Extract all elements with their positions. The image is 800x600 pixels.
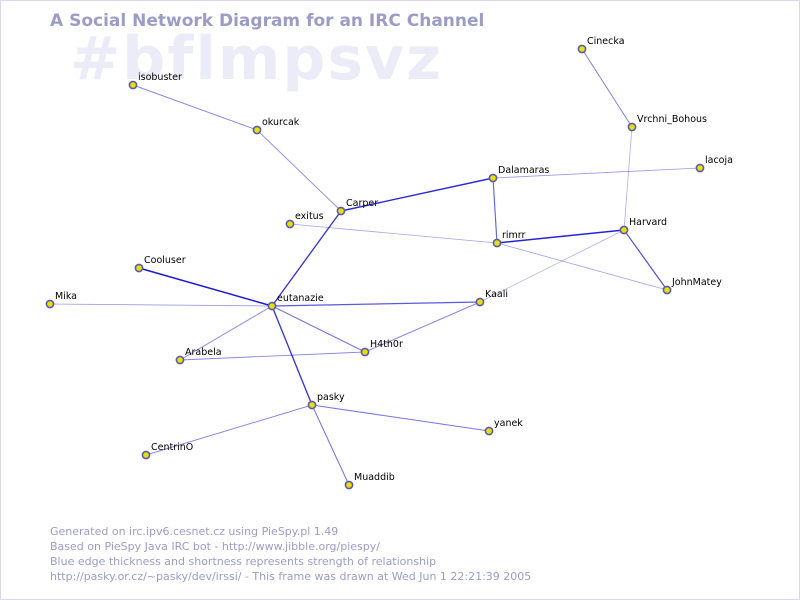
node-Cooluser: [134, 263, 144, 273]
node-layer: [45, 44, 705, 490]
edge-eutanazie-Arabela: [179, 305, 273, 361]
node-label-Cinecka: Cinecka: [587, 36, 625, 47]
edge-isobuster-okurcak: [132, 84, 258, 131]
node-Harvard: [619, 225, 629, 235]
node-yanek: [484, 426, 494, 436]
edge-Vrchni_Bohous-Harvard: [623, 126, 633, 231]
node-H4th0r: [360, 347, 370, 357]
node-label-Harvard: Harvard: [629, 217, 667, 228]
node-label-Cooluser: Cooluser: [144, 255, 186, 266]
edge-Cinecka-Vrchni_Bohous: [581, 48, 633, 128]
footer-line-based-on: Based on PieSpy Java IRC bot - http://ww…: [50, 540, 380, 553]
edge-Harvard-JohnMatey: [623, 229, 668, 291]
node-label-Vrchni_Bohous: Vrchni_Bohous: [637, 114, 707, 125]
node-JohnMatey: [662, 285, 672, 295]
edge-pasky-Muaddib: [311, 404, 350, 486]
node-isobuster: [128, 80, 138, 90]
edge-Dalamaras-rimrr: [492, 177, 498, 244]
node-Mika: [45, 299, 55, 309]
node-label-Muaddib: Muaddib: [354, 472, 395, 483]
node-Cinecka: [577, 44, 587, 54]
node-lacoja: [695, 163, 705, 173]
footer-line-legend: Blue edge thickness and shortness repres…: [50, 555, 437, 568]
edge-eutanazie-Kaali: [271, 301, 481, 307]
edge-rimrr-Harvard: [496, 229, 625, 244]
edge-Carper-Dalamaras: [340, 177, 494, 212]
node-label-Arabela: Arabela: [185, 347, 222, 358]
edge-layer: [49, 48, 701, 486]
footer-line-timestamp: http://pasky.or.cz/~pasky/dev/irssi/ - T…: [50, 570, 532, 583]
node-Arabela: [175, 355, 185, 365]
edge-Dalamaras-lacoja: [492, 167, 701, 179]
node-Muaddib: [344, 480, 354, 490]
node-rimrr: [492, 238, 502, 248]
diagram-title: A Social Network Diagram for an IRC Chan…: [50, 11, 485, 31]
node-eutanazie: [267, 301, 277, 311]
edge-rimrr-JohnMatey: [496, 242, 668, 291]
node-Kaali: [475, 297, 485, 307]
node-label-okurcak: okurcak: [262, 117, 300, 128]
footer-notes: Generated on irc.ipv6.cesnet.cz using Pi…: [50, 524, 531, 584]
node-pasky: [307, 400, 317, 410]
node-label-JohnMatey: JohnMatey: [671, 277, 722, 288]
node-label-pasky: pasky: [317, 392, 345, 403]
edge-okurcak-Carper: [256, 129, 342, 212]
node-exitus: [285, 219, 295, 229]
node-label-Carper: Carper: [346, 198, 378, 209]
edge-Mika-eutanazie: [49, 303, 273, 307]
edge-eutanazie-pasky: [271, 305, 313, 406]
edge-pasky-yanek: [311, 404, 490, 432]
edge-Carper-eutanazie: [271, 210, 342, 307]
node-label-Dalamaras: Dalamaras: [498, 165, 549, 176]
edge-Arabela-H4th0r: [179, 351, 366, 361]
node-label-Kaali: Kaali: [485, 289, 508, 300]
edge-Cooluser-eutanazie: [138, 267, 273, 307]
node-label-lacoja: lacoja: [705, 155, 733, 166]
node-label-Mika: Mika: [55, 291, 77, 302]
node-label-exitus: exitus: [295, 211, 324, 222]
node-label-yanek: yanek: [494, 418, 523, 429]
node-label-isobuster: isobuster: [138, 72, 182, 83]
node-label-rimrr: rimrr: [502, 230, 526, 241]
node-Carper: [336, 206, 346, 216]
edge-Kaali-H4th0r: [364, 301, 481, 353]
edge-exitus-rimrr: [289, 223, 498, 244]
footer-line-generated: Generated on irc.ipv6.cesnet.cz using Pi…: [50, 525, 339, 538]
edge-pasky-CentrinO: [145, 404, 313, 456]
node-label-eutanazie: eutanazie: [277, 293, 324, 304]
edge-eutanazie-H4th0r: [271, 305, 366, 353]
node-Dalamaras: [488, 173, 498, 183]
node-label-CentrinO: CentrinO: [151, 442, 193, 453]
label-layer: Cinecka isobuster okurcak Vrchni_Bohouslaco…: [55, 36, 733, 483]
node-Vrchni_Bohous: [627, 122, 637, 132]
node-label-H4th0r: H4th0r: [370, 339, 403, 350]
edge-Harvard-Kaali: [479, 229, 625, 303]
node-okurcak: [252, 125, 262, 135]
node-CentrinO: [141, 450, 151, 460]
